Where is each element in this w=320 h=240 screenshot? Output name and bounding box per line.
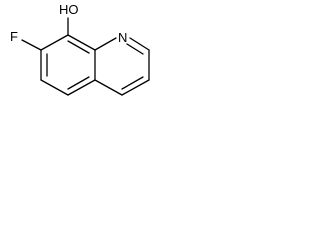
bond-c6-c5 <box>40 79 69 96</box>
nitrogen-label: N <box>118 30 127 45</box>
bond-c4-c4a <box>94 79 123 96</box>
hydroxyl-label: HO <box>59 2 79 17</box>
bond-c8-c8a-double <box>67 40 90 54</box>
bond-n1-c2 <box>129 37 150 51</box>
bond-c8-c7 <box>40 34 69 51</box>
bond-c5-c4a-double <box>67 76 90 90</box>
bond-c7-f <box>21 39 42 51</box>
bond-c3-c4 <box>121 79 150 96</box>
bond-n1-c2-double <box>126 43 144 55</box>
bond-c8-c8a <box>67 34 96 51</box>
bonds <box>21 17 150 96</box>
bond-c3-c4-double <box>121 76 144 90</box>
bond-c8a-n1 <box>94 37 117 51</box>
structure-diagram: HO N F <box>10 2 150 96</box>
bond-c5-c4a <box>67 79 96 96</box>
fluorine-label: F <box>10 29 18 44</box>
atom-labels: HO N F <box>10 2 127 45</box>
